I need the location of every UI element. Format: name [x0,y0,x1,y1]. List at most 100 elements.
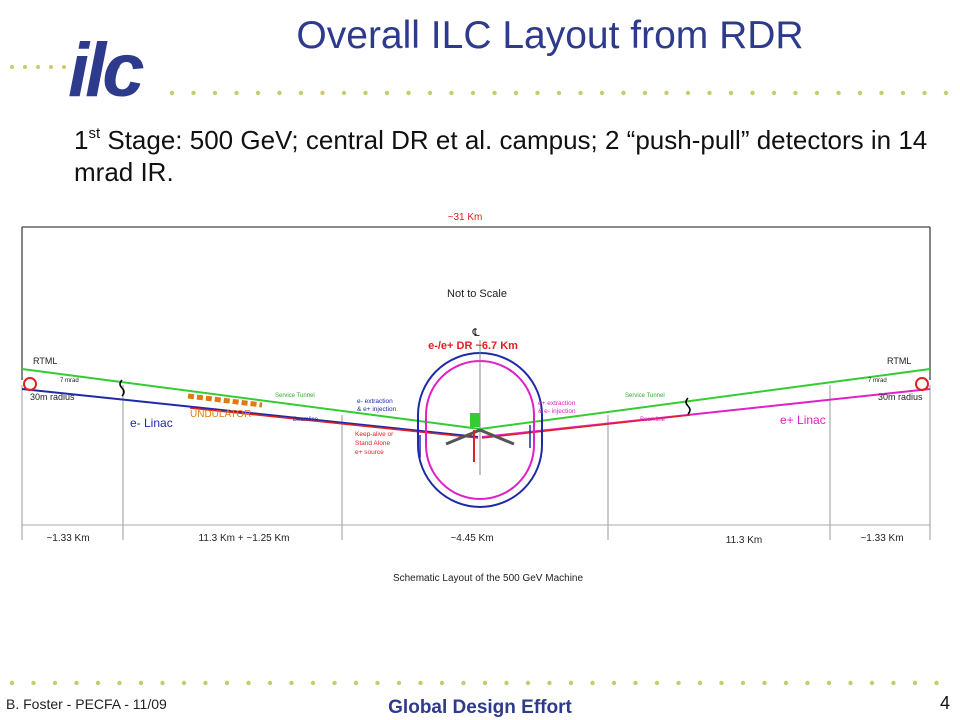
eplus-extraction-label-1: e+ extraction [538,400,576,407]
electron-beamline-red [189,407,479,439]
divider-dot [513,90,519,96]
undulator-label: UNDULATOR [190,409,251,420]
divider-dot [578,90,583,96]
eminus-extraction-label-2: & e+ injection [357,406,397,413]
divider-dot [9,680,15,686]
damping-ring-inner [425,360,535,500]
divider-dot [418,680,423,686]
dotted-divider-bottom [9,680,939,686]
mrad-left-label: 7 mrad [60,378,79,384]
divider-dot [654,680,660,686]
divider-dot [912,680,918,686]
detector-green [470,413,480,427]
divider-dot [934,680,939,686]
divider-dot [922,90,927,96]
electron-linac-label: e- Linac [130,416,173,430]
divider-dot [117,680,122,686]
segment-label-1: ~1.33 Km [46,533,89,544]
logo-text: ilc [68,28,144,110]
divider-dot [224,680,230,686]
page-number: 4 [939,693,950,713]
radius-right-label: 30m radius [878,392,923,402]
divider-dot [449,90,454,96]
service-tunnel-left-label: Service Tunnel [275,393,315,399]
divider-dot [277,90,282,96]
divider-dot [642,90,648,96]
divider-dot [664,90,669,96]
divider-dot [826,680,832,686]
subtitle-superscript: st [88,125,101,142]
eplus-extraction-label-2: & e- injection [538,408,576,415]
turnaround-left [23,377,37,391]
ilc-layout-diagram: ~31 Km Not to Scale ℄ e-/e+ DR ~6.7 Km R… [21,212,931,584]
divider-dot [814,90,820,96]
positron-beamline-red [481,414,691,439]
scale-note: Not to Scale [447,288,507,300]
segment-label-4: 11.3 Km [726,535,763,546]
radius-left-label: 30m radius [30,392,75,402]
dotted-divider-top [169,90,949,96]
keepalive-label-1: Keep-alive or [355,431,394,438]
rtml-left-label: RTML [33,356,57,366]
divider-dot [234,90,239,96]
damping-ring-outer [417,352,543,508]
footer-author: B. Foster - PECFA - 11/09 [6,696,167,712]
divider-dot [427,90,433,96]
segment-label-3: ~4.45 Km [450,533,493,544]
divider-dot [750,90,755,96]
divider-dot [203,680,208,686]
divider-dot [728,90,734,96]
divider-dot [836,90,841,96]
divider-dot [633,680,638,686]
divider-dot [74,680,79,686]
divider-dot [676,680,681,686]
slide-subtitle: 1st Stage: 500 GeV; central DR et al. ca… [74,124,934,188]
divider-dot [138,680,144,686]
divider-dot [568,680,574,686]
divider-dot [848,680,853,686]
mrad-right-label: 7 mrad [868,378,887,384]
divider-dot [943,90,949,96]
ir-crossing-2 [479,428,515,446]
divider-dot [599,90,605,96]
divider-dot [504,680,509,686]
positron-linac-label: e+ Linac [780,413,826,427]
eminus-extraction-label-1: e- extraction [357,398,393,405]
divider-dot [719,680,724,686]
keepalive-label-3: e+ source [355,449,384,456]
divider-dot [396,680,402,686]
divider-dot [611,680,617,686]
divider-dot [363,90,368,96]
segment-label-2: 11.3 Km + ~1.25 Km [199,533,290,544]
slide-title: Overall ILC Layout from RDR [296,14,804,57]
footer-organization: Global Design Effort [388,697,572,718]
divider-dot [384,90,390,96]
divider-dot [535,90,540,96]
divider-dot [869,680,875,686]
damping-ring-label: e-/e+ DR ~6.7 Km [428,340,518,352]
divider-dot [439,680,445,686]
divider-dot [740,680,746,686]
divider-dot [805,680,810,686]
diagram-caption: Schematic Layout of the 500 GeV Machine [393,573,584,584]
divider-dot [191,90,196,96]
divider-dot [212,90,218,96]
divider-dot [298,90,304,96]
divider-dot [492,90,497,96]
tunnel-break-left [119,379,125,397]
undulator-line [187,393,263,408]
divider-dot [547,680,552,686]
divider-dot [320,90,325,96]
electron-beamline [21,388,479,438]
divider-dot [31,680,36,686]
divider-dot [891,680,896,686]
ilc-logo: ilc [10,28,148,110]
divider-dot [707,90,712,96]
divider-dot [169,90,175,96]
divider-dot [95,680,101,686]
divider-dot [160,680,165,686]
divider-dot [461,680,466,686]
beamline-left-label: Beamline [293,417,319,423]
divider-dot [762,680,767,686]
center-symbol: ℄ [471,327,479,339]
